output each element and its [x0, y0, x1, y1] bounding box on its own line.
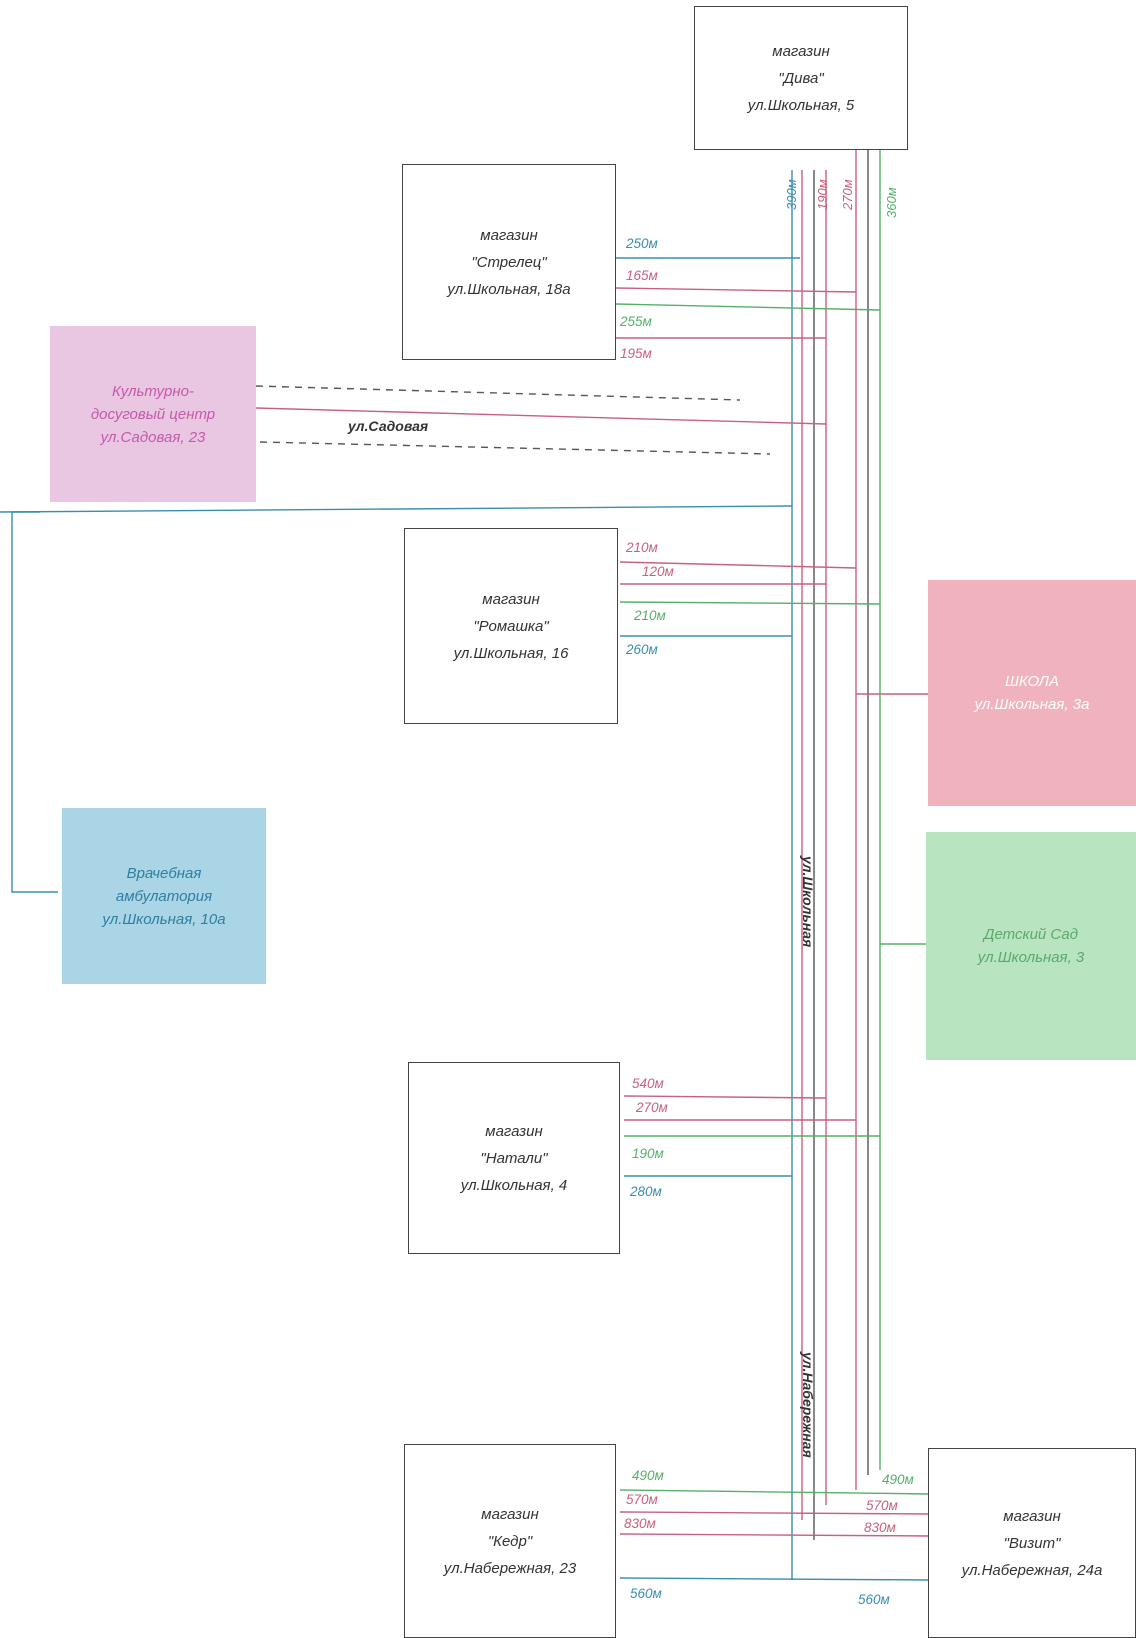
natali-blue-distance: 280м	[630, 1184, 662, 1199]
vizit-address: ул.Набережная, 24а	[961, 1561, 1103, 1579]
vizit-type: магазин	[1003, 1507, 1061, 1525]
natali-type: магазин	[485, 1122, 543, 1140]
diva-green-distance: 360м	[884, 187, 899, 218]
romashka-type: магазин	[482, 590, 540, 608]
diva-pink-distance: 190м	[815, 179, 830, 210]
kindergarten-box: Детский Сад ул.Школьная, 3	[926, 832, 1136, 1060]
street-shkolnaya-label: ул.Школьная	[800, 856, 816, 948]
shop-kedr-box: магазин "Кедр" ул.Набережная, 23	[404, 1444, 616, 1638]
strelec-pink2-distance: 195м	[620, 346, 652, 361]
diva-pink2-distance: 270м	[840, 179, 855, 210]
kedr-pink-distance: 570м	[626, 1492, 658, 1507]
shop-vizit-box: магазин "Визит" ул.Набережная, 24а	[928, 1448, 1136, 1638]
ambulatoria-box: Врачебная амбулатория ул.Школьная, 10а	[62, 808, 266, 984]
strelec-blue-distance: 250м	[626, 236, 658, 251]
romashka-pink-line	[619, 561, 857, 569]
vizit-green-distance: 490м	[882, 1472, 914, 1487]
school-address: ул.Школьная, 3а	[974, 696, 1090, 713]
amb-line1: Врачебная	[126, 864, 202, 882]
kedr-pink2-line	[619, 1533, 931, 1537]
romashka-blue-distance: 260м	[626, 642, 658, 657]
kedr-green-line	[619, 1489, 931, 1495]
shop-romashka-box: магазин "Ромашка" ул.Школьная, 16	[404, 528, 618, 724]
school-box: ШКОЛА ул.Школьная, 3а	[928, 580, 1136, 806]
ds-address: ул.Школьная, 3	[977, 949, 1085, 966]
natali-pink-distance: 540м	[632, 1076, 664, 1091]
kedr-blue-line	[619, 1577, 931, 1581]
strelec-address: ул.Школьная, 18а	[447, 280, 571, 298]
strelec-name: "Стрелец"	[471, 253, 547, 271]
romashka-name: "Ромашка"	[473, 617, 549, 635]
strelec-pink-distance: 165м	[626, 268, 658, 283]
romashka-address: ул.Школьная, 16	[453, 644, 569, 662]
shop-diva-box: магазин "Дива" ул.Школьная, 5	[694, 6, 908, 150]
sadovaya-dash-top	[255, 385, 741, 401]
kdc-line2: досуговый центр	[90, 405, 216, 423]
diva-type: магазин	[772, 42, 830, 60]
shop-strelec-box: магазин "Стрелец" ул.Школьная, 18а	[402, 164, 616, 360]
sadovaya-dash-bottom	[259, 441, 771, 455]
diva-blue-distance: 390м	[784, 179, 799, 210]
shop-natali-box: магазин "Натали" ул.Школьная, 4	[408, 1062, 620, 1254]
romashka-green-line	[619, 601, 881, 605]
school-name: ШКОЛА	[1005, 673, 1059, 690]
kedr-address: ул.Набережная, 23	[443, 1559, 577, 1577]
vizit-pink2-distance: 830м	[864, 1520, 896, 1535]
natali-address: ул.Школьная, 4	[460, 1176, 568, 1194]
kdc-blue-line	[0, 505, 793, 513]
strelec-pink-line	[615, 287, 857, 293]
vizit-pink-distance: 570м	[866, 1498, 898, 1513]
natali-green-distance: 190м	[632, 1146, 664, 1161]
romashka-pink2-distance: 120м	[642, 564, 674, 579]
amb-blue-path	[11, 511, 58, 893]
natali-name: "Натали"	[480, 1149, 548, 1167]
kdc-box: Культурно- досуговый центр ул.Садовая, 2…	[50, 326, 256, 502]
romashka-pink-distance: 210м	[626, 540, 658, 555]
strelec-type: магазин	[480, 226, 538, 244]
street-naberezhnaya-label: ул.Набережная	[800, 1352, 816, 1458]
romashka-green-distance: 210м	[634, 608, 666, 623]
kdc-pink-line	[255, 407, 827, 425]
kedr-type: магазин	[481, 1505, 539, 1523]
diva-name: "Дива"	[778, 69, 824, 87]
kedr-blue-distance: 560м	[630, 1586, 662, 1601]
kedr-pink2-distance: 830м	[624, 1516, 656, 1531]
kedr-green-distance: 490м	[632, 1468, 664, 1483]
street-sadovaya-label: ул.Садовая	[348, 418, 429, 434]
diva-address: ул.Школьная, 5	[747, 96, 855, 114]
strelec-green-line	[615, 303, 881, 311]
strelec-green-distance: 255м	[620, 314, 652, 329]
natali-pink2-distance: 270м	[636, 1100, 668, 1115]
vizit-name: "Визит"	[1003, 1534, 1061, 1552]
kdc-line1: Культурно-	[112, 382, 194, 400]
amb-line2: амбулатория	[115, 887, 213, 905]
kedr-name: "Кедр"	[487, 1532, 533, 1550]
kdc-address: ул.Садовая, 23	[100, 428, 206, 446]
natali-pink-line	[623, 1095, 827, 1099]
amb-address: ул.Школьная, 10а	[102, 910, 226, 928]
ds-name: Детский Сад	[983, 926, 1079, 943]
kedr-pink-line	[619, 1511, 931, 1515]
vizit-blue-distance: 560м	[858, 1592, 890, 1607]
